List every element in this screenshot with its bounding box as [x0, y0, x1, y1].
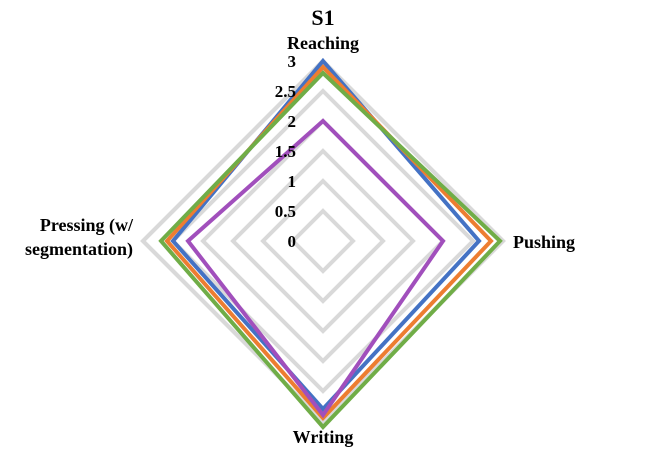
- series-layer: [140, 57, 506, 430]
- grid-ring-3: [230, 148, 416, 334]
- grid-layer: [140, 58, 506, 424]
- axis-label-1-line-0: Pushing: [513, 232, 575, 252]
- tick-label-0: 0: [288, 232, 297, 251]
- grid-ring-5: [170, 88, 476, 394]
- tick-label-4: 2: [288, 112, 297, 131]
- tick-layer: 0 0.5 1 1.5 2 2.5 3: [275, 52, 296, 251]
- axis-label-3-line-0: Pressing (w/: [40, 215, 134, 236]
- tick-label-2: 1: [288, 172, 297, 191]
- series-polygon-0: [140, 58, 506, 424]
- grid-ring-1: [290, 208, 356, 274]
- tick-label-3: 1.5: [275, 142, 296, 161]
- tick-label-5: 2.5: [275, 82, 296, 101]
- grid-ring-6: [140, 58, 506, 424]
- axis-label-2-line-0: Writing: [293, 427, 354, 447]
- axis-label-3-line-1: segmentation): [25, 239, 133, 260]
- series-polygon-4: [185, 118, 446, 419]
- tick-label-1: 0.5: [275, 202, 296, 221]
- tick-label-6: 3: [288, 52, 297, 71]
- chart-title: S1: [311, 5, 334, 30]
- axis-label-0-line-0: Reaching: [287, 33, 359, 53]
- series-polygon-3: [158, 70, 503, 430]
- grid-ring-2: [260, 178, 386, 304]
